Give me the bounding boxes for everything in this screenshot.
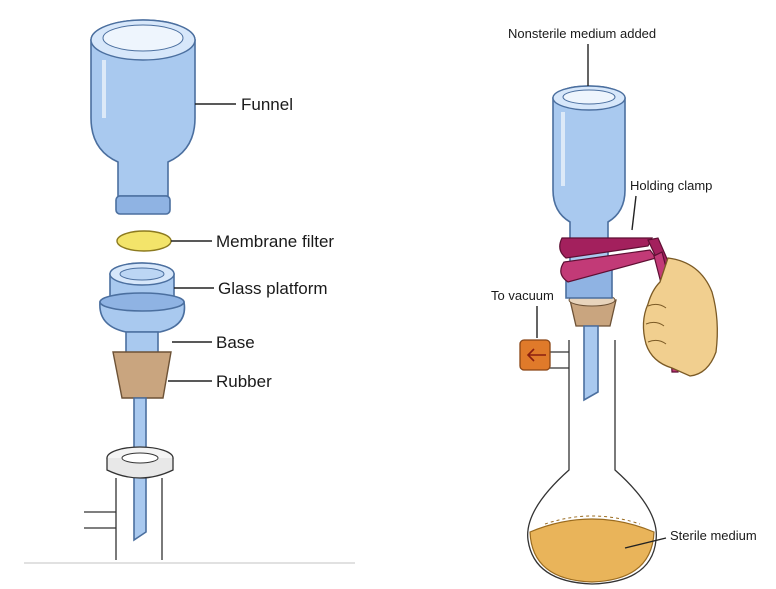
right-stem-drawing xyxy=(584,326,598,400)
left-panel-exploded-apparatus: Funnel Membrane filter Glass platform Ba… xyxy=(24,20,355,563)
base-drawing xyxy=(100,293,185,354)
label-rubber: Rubber xyxy=(216,372,272,391)
label-base: Base xyxy=(216,333,255,352)
membrane-filter-disc xyxy=(117,231,171,251)
hand-drawing xyxy=(643,258,717,376)
label-nonsterile-medium: Nonsterile medium added xyxy=(508,26,656,41)
label-funnel: Funnel xyxy=(241,95,293,114)
clamp-leader xyxy=(632,196,636,230)
funnel-drawing xyxy=(91,20,195,214)
label-sterile-medium: Sterile medium xyxy=(670,528,757,543)
flask-side-arm xyxy=(84,512,116,528)
right-panel-assembled-apparatus: Nonsterile medium added Holding clamp To… xyxy=(491,26,757,584)
flask-neck-ring xyxy=(107,447,173,478)
label-holding-clamp: Holding clamp xyxy=(630,178,712,193)
rubber-stopper-drawing xyxy=(113,352,171,398)
label-to-vacuum: To vacuum xyxy=(491,288,554,303)
label-membrane-filter: Membrane filter xyxy=(216,232,334,251)
label-glass-platform: Glass platform xyxy=(218,279,328,298)
